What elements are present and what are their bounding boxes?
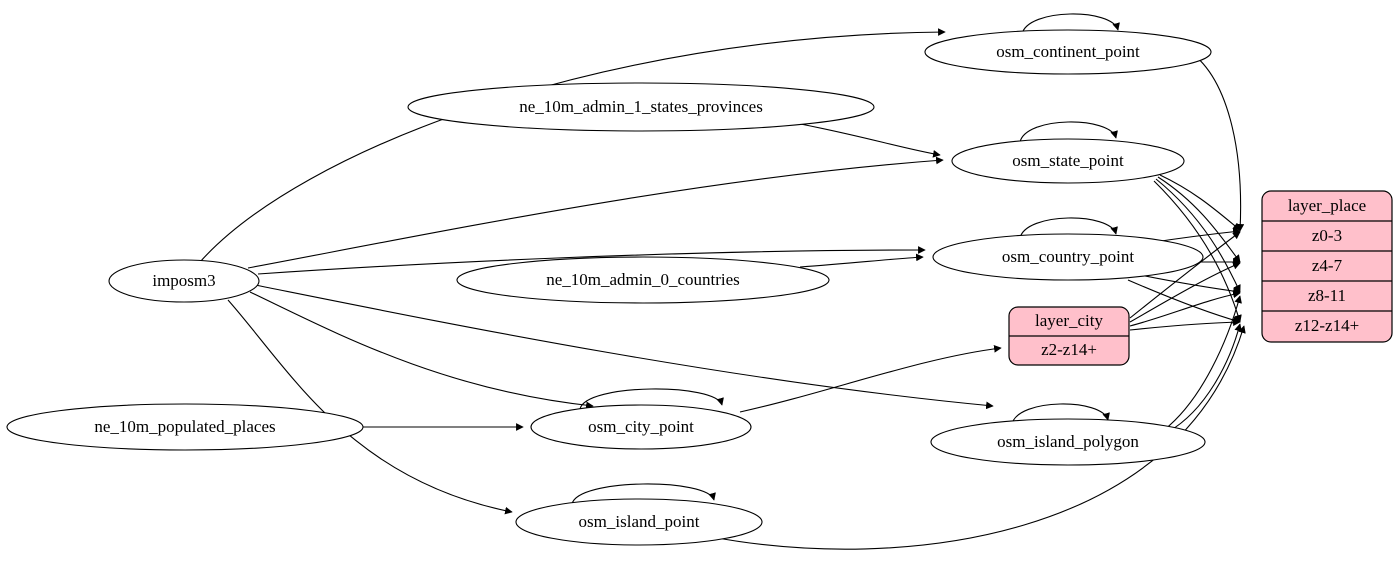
edge-osm-country-point-to-layer-place-z12 <box>1127 279 1241 324</box>
edge-osm-island-polygon-to-layer-place-z8 <box>1163 295 1242 431</box>
edge-imposm3-to-osm-island-point <box>227 299 513 515</box>
edge-osm-island-polygon-to-layer-place-z12 <box>1167 323 1242 433</box>
edge-selfloop-osm-state-point <box>1019 121 1118 143</box>
edge-osm-state-point-to-layer-place-z0 <box>1159 174 1241 231</box>
node-osm-city-point[interactable]: osm_city_point <box>530 404 752 450</box>
record-nodes-layer: layer_city z2-z14+ layer_place z0-3 z4-7… <box>1008 190 1393 366</box>
record-layer-place-row-z0-3[interactable]: z0-3 <box>1312 226 1342 245</box>
edge-layer-city-to-layer-place-z12 <box>1129 318 1241 331</box>
record-layer-place-row-z8-11[interactable]: z8-11 <box>1308 286 1346 305</box>
node-osm-island-point-label: osm_island_point <box>579 512 700 531</box>
node-osm-city-point-label: osm_city_point <box>588 417 694 436</box>
edge-selfloop-osm-island-point <box>571 483 716 505</box>
edge-osm-state-point-to-layer-place-z8 <box>1155 178 1241 293</box>
node-osm-island-polygon-label: osm_island_polygon <box>997 432 1139 451</box>
record-layer-place-row-z4-7[interactable]: z4-7 <box>1312 256 1343 275</box>
node-ne-10m-admin-0-countries-label: ne_10m_admin_0_countries <box>546 270 740 289</box>
edge-imposm3-to-osm-state-point <box>247 156 944 269</box>
nodes-layer: imposm3 ne_10m_admin_1_states_provinces … <box>6 29 1212 546</box>
edge-imposm3-to-osm-island-polygon <box>254 284 994 410</box>
node-ne-10m-admin-0-countries[interactable]: ne_10m_admin_0_countries <box>456 256 830 304</box>
edge-imposm3-to-osm-city-point <box>249 291 594 410</box>
edge-osm-continent-point-to-layer-place-z0 <box>1185 48 1245 232</box>
node-imposm3-label: imposm3 <box>152 271 215 290</box>
node-ne-10m-admin-1-states-provinces[interactable]: ne_10m_admin_1_states_provinces <box>407 82 875 132</box>
edge-selfloop-osm-city-point <box>579 388 724 410</box>
record-layer-city-row-z2-z14[interactable]: z2-z14+ <box>1041 340 1097 359</box>
record-layer-place-row-z12-z14[interactable]: z12-z14+ <box>1295 316 1359 335</box>
edge-imposm3-to-osm-continent-point <box>199 28 946 263</box>
node-osm-country-point-label: osm_country_point <box>1002 247 1134 266</box>
edge-selfloop-osm-country-point <box>1019 217 1118 239</box>
record-layer-city-header: layer_city <box>1035 311 1103 330</box>
edge-ne-states-to-osm-state-point <box>789 121 941 158</box>
edge-ne-countries-to-osm-country-point <box>799 253 924 268</box>
edge-selfloop-osm-continent-point <box>1021 13 1120 35</box>
node-osm-continent-point-label: osm_continent_point <box>996 42 1140 61</box>
edges-layer <box>199 13 1246 550</box>
record-layer-city[interactable]: layer_city z2-z14+ <box>1008 306 1130 366</box>
node-ne-10m-admin-1-states-provinces-label: ne_10m_admin_1_states_provinces <box>519 97 763 116</box>
record-layer-place-header: layer_place <box>1288 196 1366 215</box>
node-osm-island-point[interactable]: osm_island_point <box>515 498 763 546</box>
edge-layer-city-to-layer-place-z0 <box>1129 231 1241 319</box>
edge-layer-city-to-layer-place-z4 <box>1129 262 1241 323</box>
node-osm-state-point-label: osm_state_point <box>1012 151 1124 170</box>
node-imposm3[interactable]: imposm3 <box>108 259 260 303</box>
node-ne-10m-populated-places-label: ne_10m_populated_places <box>94 417 275 436</box>
node-osm-country-point[interactable]: osm_country_point <box>932 233 1204 281</box>
node-osm-continent-point[interactable]: osm_continent_point <box>924 29 1212 75</box>
record-layer-place[interactable]: layer_place z0-3 z4-7 z8-11 z12-z14+ <box>1261 190 1393 343</box>
edge-osm-city-point-to-layer-city <box>739 345 1002 413</box>
edge-selfloop-osm-island-polygon <box>1011 403 1110 425</box>
node-osm-state-point[interactable]: osm_state_point <box>951 138 1185 184</box>
edge-osm-state-point-to-layer-place-z4 <box>1157 176 1241 263</box>
node-ne-10m-populated-places[interactable]: ne_10m_populated_places <box>6 403 364 451</box>
edge-osm-country-point-to-layer-place-z8 <box>1139 274 1241 295</box>
edge-imposm3-to-osm-country-point <box>257 246 926 275</box>
edge-osm-island-point-to-layer-place-z12 <box>711 325 1246 550</box>
edge-layer-city-to-layer-place-z8 <box>1129 290 1241 327</box>
node-osm-island-polygon[interactable]: osm_island_polygon <box>930 418 1206 466</box>
